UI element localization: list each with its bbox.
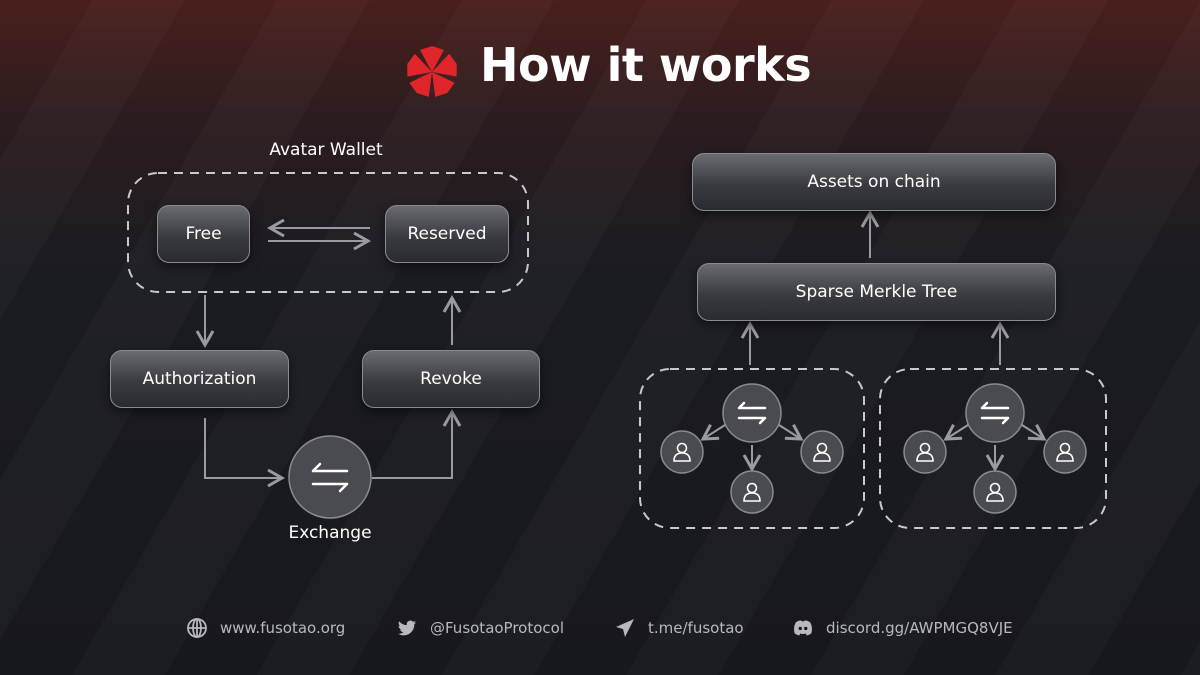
sparse-merkle-tree-node: Sparse Merkle Tree [697, 263, 1056, 321]
page-title: How it works [480, 38, 812, 92]
cluster1-exchange-node [722, 383, 782, 443]
footer-discord[interactable]: discord.gg/AWPMGQ8VJE [792, 617, 1013, 639]
footer-website[interactable]: www.fusotao.org [186, 617, 345, 639]
logo-icon [407, 46, 457, 97]
avatar-wallet-label: Avatar Wallet [269, 140, 383, 160]
cluster-box-2 [879, 368, 1107, 529]
exchange-label: Exchange [288, 523, 372, 543]
cluster2-exchange-node [965, 383, 1025, 443]
reserved-node: Reserved [385, 205, 509, 263]
twitter-link[interactable]: @FusotaoProtocol [430, 619, 565, 637]
assets-on-chain-node: Assets on chain [692, 153, 1056, 211]
website-link[interactable]: www.fusotao.org [220, 619, 346, 637]
authorization-node: Authorization [110, 350, 289, 408]
revoke-node: Revoke [362, 350, 540, 408]
footer-twitter[interactable]: @FusotaoProtocol [396, 617, 564, 639]
telegram-link[interactable]: t.me/fusotao [648, 619, 744, 637]
twitter-icon [397, 620, 417, 636]
swap-icon [311, 401, 1010, 493]
globe-icon [187, 618, 207, 638]
discord-link[interactable]: discord.gg/AWPMGQ8VJE [826, 619, 1013, 637]
exchange-node [288, 435, 372, 519]
user-icon [673, 442, 1074, 502]
discord-icon [794, 620, 812, 636]
avatar-wallet-box [127, 172, 529, 293]
free-node: Free [157, 205, 250, 263]
cluster-box-1 [639, 368, 865, 529]
footer-telegram[interactable]: t.me/fusotao [614, 617, 744, 639]
telegram-icon [616, 619, 634, 637]
